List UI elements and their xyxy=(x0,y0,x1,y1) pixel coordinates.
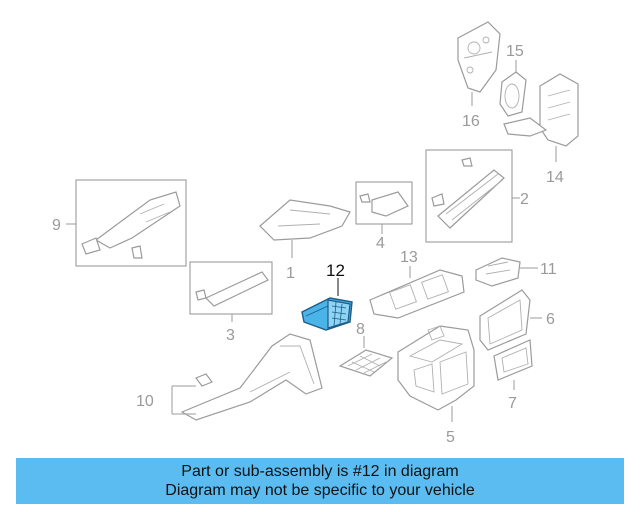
callout-8: 8 xyxy=(356,321,365,338)
callout-10: 10 xyxy=(136,393,154,410)
part-2-group xyxy=(425,149,520,243)
callout-13: 13 xyxy=(400,249,418,266)
part-3-group xyxy=(189,261,273,322)
part-8-mat xyxy=(338,336,394,377)
callout-7: 7 xyxy=(508,395,517,412)
parts-diagram: 16 15 14 9 1 4 xyxy=(52,21,579,446)
part-10-trim xyxy=(171,333,323,421)
callout-6: 6 xyxy=(546,311,555,328)
part-4-group xyxy=(355,181,413,234)
part-13-vent-assembly xyxy=(369,266,465,319)
banner-line-1: Part or sub-assembly is #12 in diagram xyxy=(181,463,459,480)
part-7-panel xyxy=(493,339,533,390)
info-banner: Part or sub-assembly is #12 in diagram D… xyxy=(16,458,624,504)
part-1-cover xyxy=(259,199,351,258)
callout-11: 11 xyxy=(540,261,557,278)
callout-1: 1 xyxy=(286,265,295,282)
part-6-panel xyxy=(479,289,542,351)
banner-line-2: Diagram may not be specific to your vehi… xyxy=(165,482,475,499)
part-15-bezel xyxy=(499,60,527,117)
part-12-air-vent[interactable] xyxy=(301,278,353,331)
part-14-bezel xyxy=(503,73,579,162)
callout-15: 15 xyxy=(506,43,524,60)
part-11-vent xyxy=(475,257,538,287)
callout-3: 3 xyxy=(226,327,235,344)
callout-4: 4 xyxy=(376,235,385,252)
part-9-group xyxy=(66,179,187,267)
part-5-console xyxy=(397,325,475,422)
callout-14: 14 xyxy=(546,169,564,186)
callout-2: 2 xyxy=(520,191,529,208)
callout-16: 16 xyxy=(462,113,480,130)
callout-12: 12 xyxy=(326,261,345,280)
callout-9: 9 xyxy=(52,217,61,234)
part-16-panel xyxy=(457,21,501,106)
callout-5: 5 xyxy=(446,429,455,446)
